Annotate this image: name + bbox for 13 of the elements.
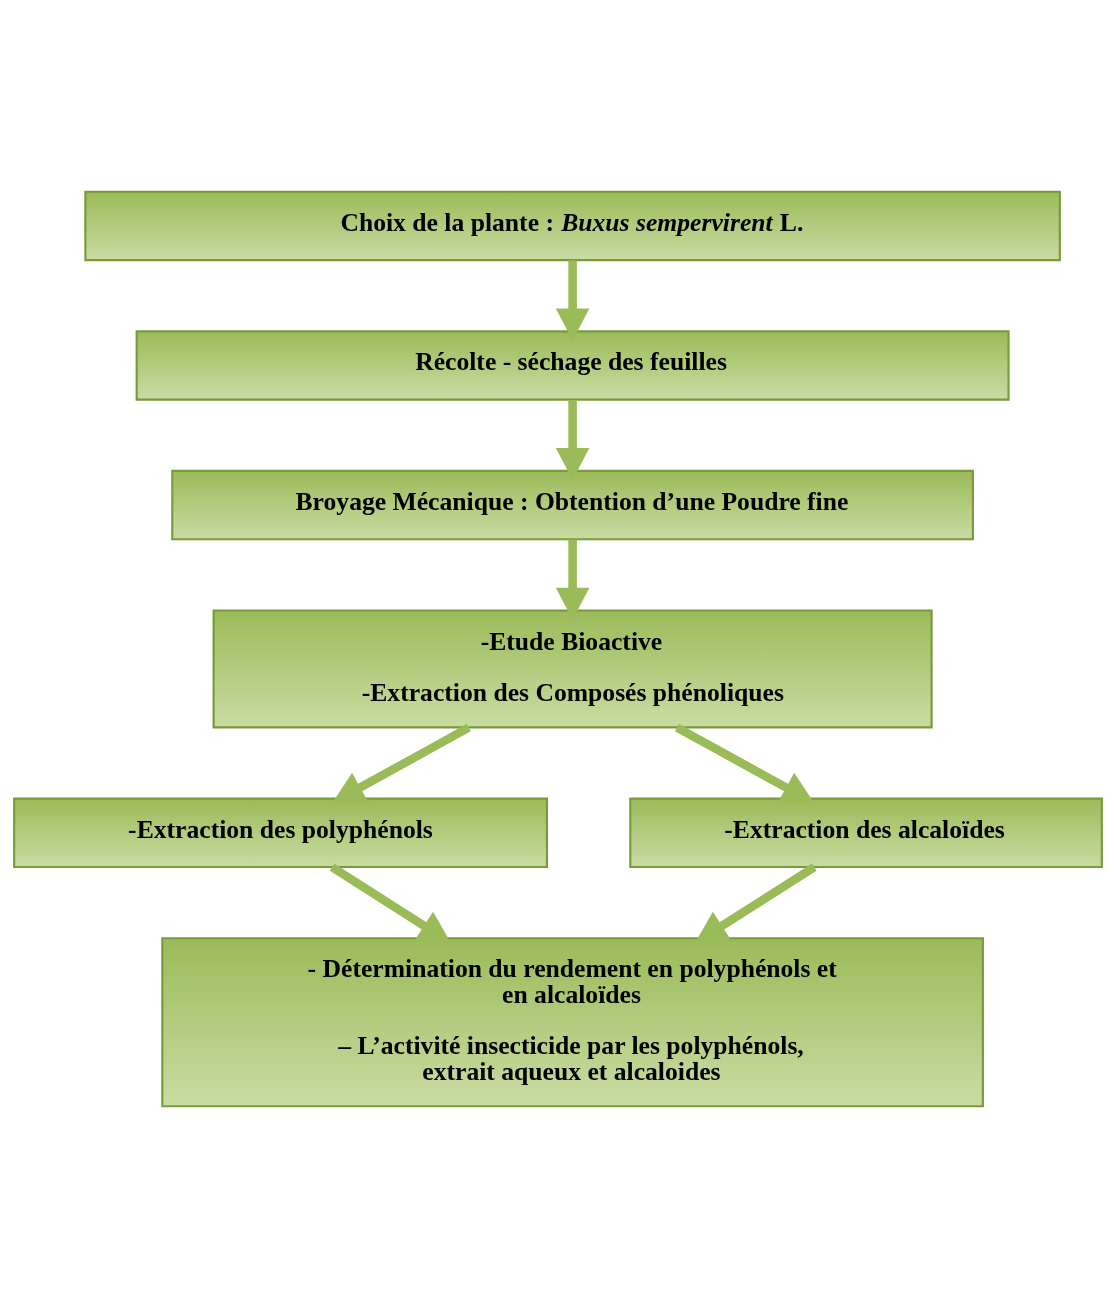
arrow: [332, 723, 471, 803]
node-box: Récolte - séchage des feuilles: [135, 329, 1010, 401]
node-box: -Etude Bioactive -Extraction des Composés phénoliques: [212, 608, 933, 728]
arrow: [694, 863, 817, 943]
arrow: [674, 723, 815, 803]
node-box: Choix de la plante : Buxus sempervirent L.: [84, 190, 1061, 261]
node-box: - Détermination du rendement en polyphénols et en alcaloïdes – L’activité insecticide par les polyphénols, extrait aqueux et alcaloides: [161, 936, 984, 1107]
arrow: [329, 863, 451, 943]
node-box: -Extraction des polyphénols: [13, 797, 549, 868]
arrow: [555, 259, 590, 340]
arrow: [555, 399, 590, 480]
node-box: -Extraction des alcaloïdes: [629, 797, 1103, 868]
node-box: Broyage Mécanique : Obtention d’une Poudre fine: [171, 469, 974, 540]
